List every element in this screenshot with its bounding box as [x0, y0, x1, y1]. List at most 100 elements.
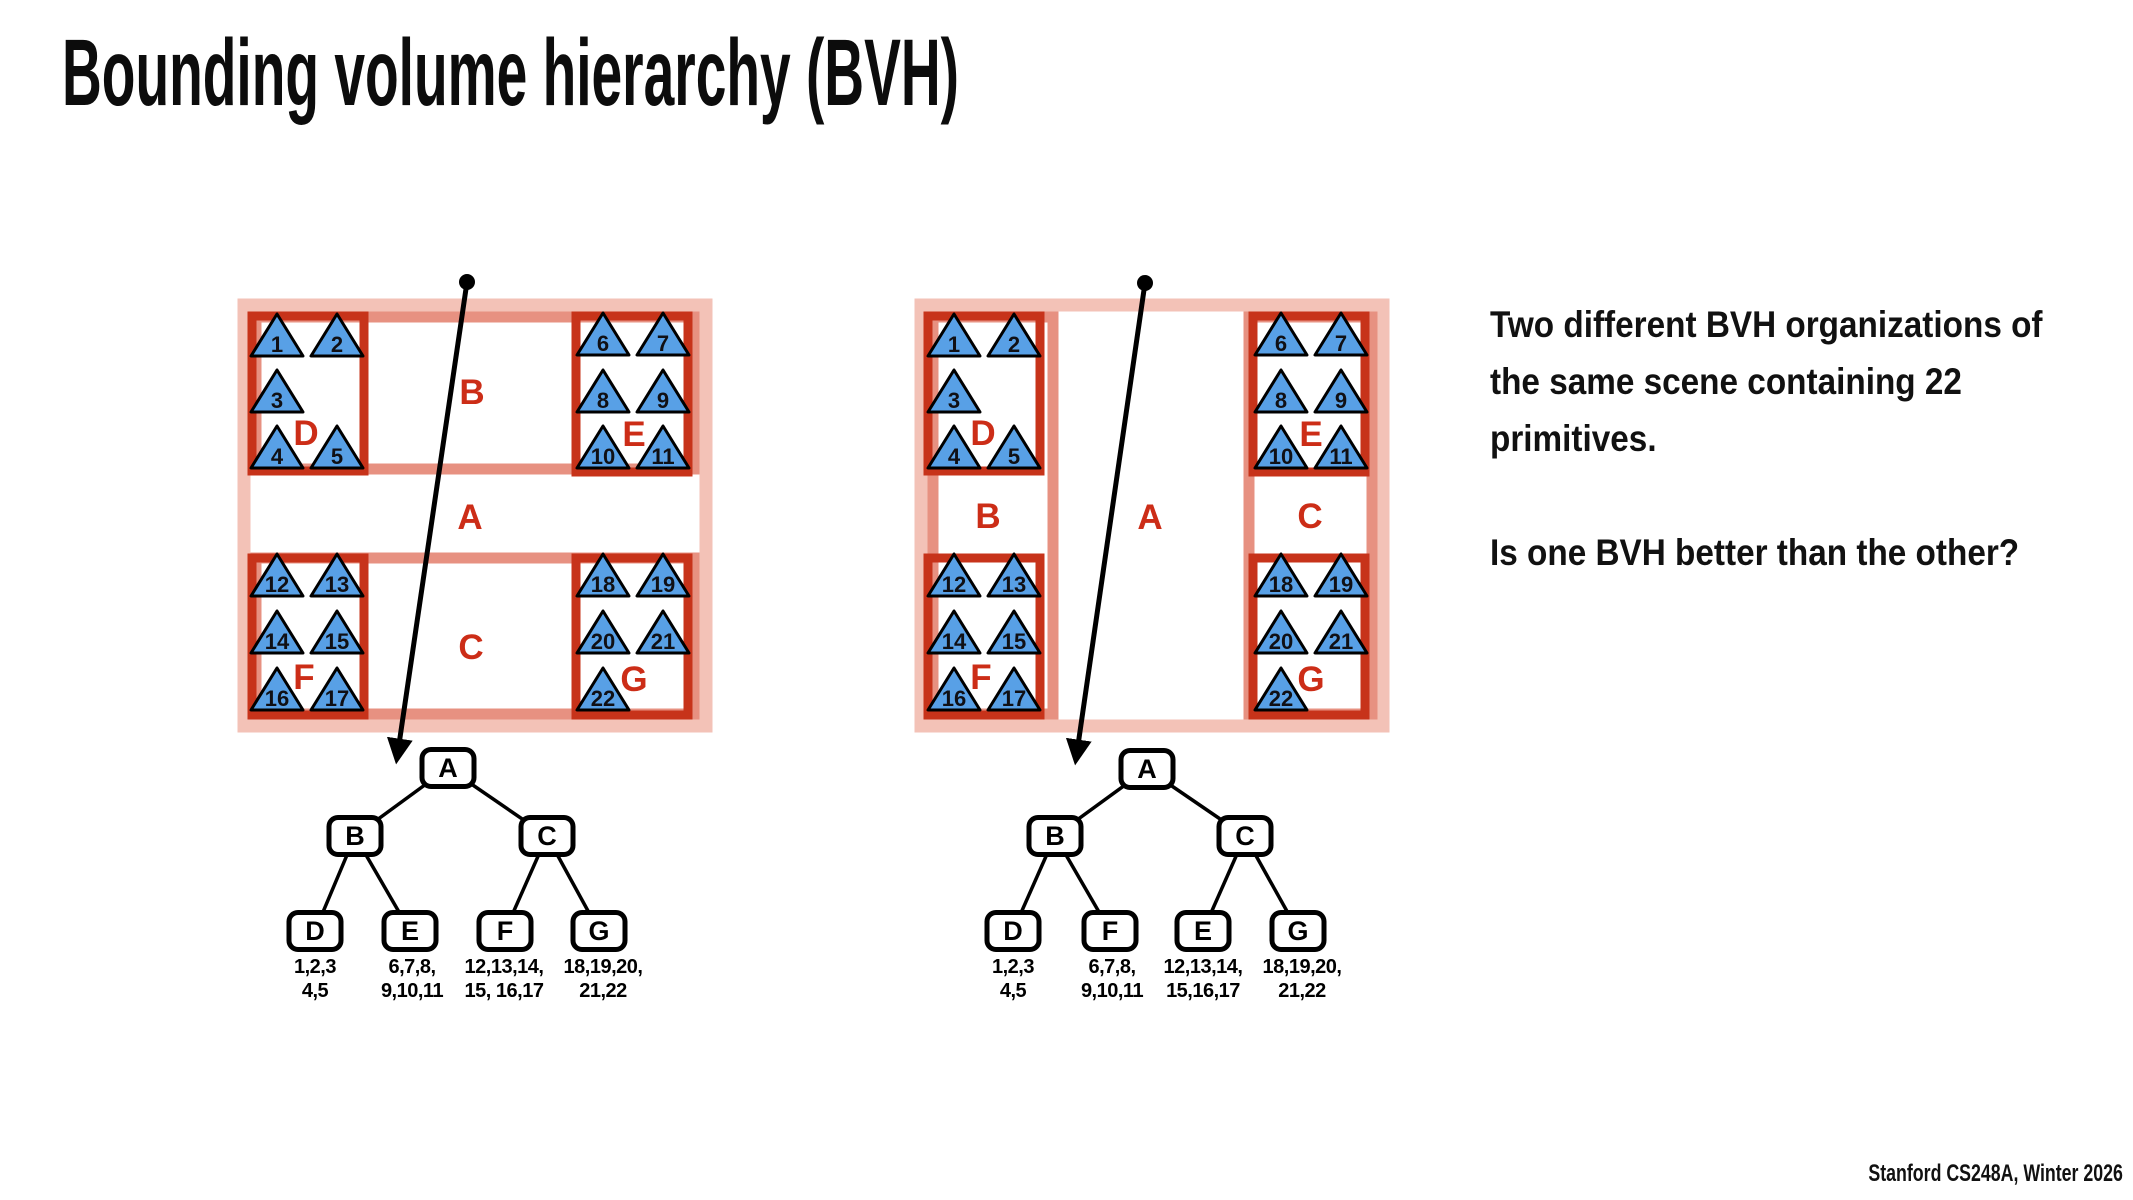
triangle-number: 10	[1269, 444, 1293, 469]
scene-left-primitive-E3: 8	[575, 368, 631, 414]
tree-left-leaf3-primitives-line-2: 15, 16,17	[465, 980, 544, 1002]
triangle-number: 4	[948, 444, 961, 469]
scene-left-primitive-F1: 12	[249, 552, 305, 598]
scene-left-primitive-G2: 19	[635, 552, 691, 598]
scene-left-primitive-G5: 22	[575, 666, 631, 712]
tree-left-node-leaf3	[476, 910, 534, 952]
tree-right-leaf2-primitives-line-2: 9,10,11	[1081, 980, 1144, 1002]
scene-right-primitive-E5: 10	[1253, 424, 1309, 470]
scene-right-primitive-E1: 6	[1253, 311, 1309, 357]
scene-left-primitive-E6: 11	[635, 424, 691, 470]
scene-right-primitive-E6: 11	[1313, 424, 1369, 470]
triangle-icon	[309, 424, 365, 470]
scene-right-primitive-D1: 1	[926, 312, 982, 358]
scene-left-label-G: G	[620, 660, 647, 699]
triangle-icon	[635, 368, 691, 414]
tree-right-node-right-label: C	[1235, 821, 1255, 851]
triangle-icon	[1313, 311, 1369, 357]
triangle-icon	[635, 609, 691, 655]
triangle-number: 16	[265, 686, 289, 711]
scene-right-primitive-G1: 18	[1253, 552, 1309, 598]
triangle-icon	[1253, 666, 1309, 712]
triangle-number: 9	[1335, 388, 1347, 413]
triangle-number: 18	[1269, 572, 1293, 597]
scene-left-bounding-box-G	[571, 553, 693, 720]
triangle-icon	[1253, 424, 1309, 470]
description-line-1: Two different BVH organizations of	[1490, 304, 2043, 345]
scene-right-primitive-F2: 13	[986, 552, 1042, 598]
triangle-icon	[1313, 368, 1369, 414]
triangle-icon	[1253, 609, 1309, 655]
ray-arrow	[1065, 282, 1148, 766]
scene-left-primitive-F3: 14	[249, 609, 305, 655]
triangle-number: 20	[591, 629, 615, 654]
scene-left-primitive-E2: 7	[635, 311, 691, 357]
triangle-number: 8	[1275, 388, 1287, 413]
tree-right-node-leaf3-label: E	[1194, 916, 1212, 946]
triangle-icon	[575, 368, 631, 414]
triangle-number: 1	[948, 332, 960, 357]
triangle-number: 9	[657, 388, 669, 413]
scene-right-primitive-F3: 14	[926, 609, 982, 655]
triangle-icon	[926, 666, 982, 712]
tree-right-node-right	[1216, 815, 1274, 857]
tree-left-leaf4-primitives-line-2: 21,22	[579, 980, 627, 1002]
triangle-number: 5	[331, 444, 343, 469]
triangle-icon	[986, 552, 1042, 598]
triangle-number: 10	[591, 444, 615, 469]
tree-left-leaf4-primitives-line-1: 18,19,20,	[564, 956, 643, 978]
triangle-icon	[249, 368, 305, 414]
tree-right-leaf3-primitives-line-2: 15,16,17	[1166, 980, 1240, 1002]
triangle-number: 19	[1329, 572, 1353, 597]
triangle-number: 16	[942, 686, 966, 711]
triangle-number: 19	[651, 572, 675, 597]
scene-left-label-B: B	[459, 373, 484, 412]
scene-left-primitive-G1: 18	[575, 552, 631, 598]
tree-right-node-root	[1118, 748, 1176, 790]
tree-right-leaf3-primitives-line-1: 12,13,14,	[1164, 956, 1243, 978]
tree-left-node-leaf2-label: E	[401, 916, 419, 946]
scene-right-primitive-E3: 8	[1253, 368, 1309, 414]
scene-left-bounding-box-D	[247, 311, 369, 476]
triangle-icon	[249, 666, 305, 712]
scene-right-primitive-G4: 21	[1313, 609, 1369, 655]
triangle-icon	[249, 424, 305, 470]
triangle-number: 2	[1008, 332, 1020, 357]
scene-right-primitive-D5: 5	[986, 424, 1042, 470]
tree-right-leaf4-primitives-line-1: 18,19,20,	[1263, 956, 1342, 978]
scene-left-primitive-D5: 5	[309, 424, 365, 470]
scene-left-primitive-D4: 4	[249, 424, 305, 470]
tree-left-node-leaf4-label: G	[588, 916, 609, 946]
tree-right-node-left-label: B	[1045, 821, 1065, 851]
triangle-number: 13	[1002, 572, 1026, 597]
triangle-icon	[575, 311, 631, 357]
scene-left-label-D: D	[293, 414, 318, 453]
ray-origin-dot	[1137, 275, 1153, 291]
triangle-icon	[309, 609, 365, 655]
scene-right-primitive-E2: 7	[1313, 311, 1369, 357]
tree-left-node-right	[518, 815, 576, 857]
scene-left-primitive-D1: 1	[249, 312, 305, 358]
triangle-icon	[575, 666, 631, 712]
triangle-number: 1	[271, 332, 283, 357]
triangle-number: 5	[1008, 444, 1020, 469]
scene-left-primitive-E5: 10	[575, 424, 631, 470]
scene-right-primitive-F4: 15	[986, 609, 1042, 655]
scene-right-primitive-E4: 9	[1313, 368, 1369, 414]
tree-left-node-leaf1-label: D	[305, 916, 325, 946]
scene-right-primitive-D2: 2	[986, 312, 1042, 358]
triangle-icon	[926, 609, 982, 655]
triangle-icon	[986, 312, 1042, 358]
tree-right-leaf4-primitives-line-2: 21,22	[1278, 980, 1326, 1002]
scene-right-primitive-F6: 17	[986, 666, 1042, 712]
tree-right-node-leaf2	[1081, 910, 1139, 952]
description-text: Two different BVH organizations of the s…	[1490, 296, 2043, 467]
scene-right-bounding-box-A	[914, 298, 1390, 733]
triangle-icon	[249, 312, 305, 358]
ray-origin-dot	[459, 274, 475, 290]
triangle-number: 22	[591, 686, 615, 711]
triangle-icon	[926, 368, 982, 414]
scene-right-primitive-F1: 12	[926, 552, 982, 598]
tree-right-node-leaf2-label: F	[1102, 916, 1119, 946]
